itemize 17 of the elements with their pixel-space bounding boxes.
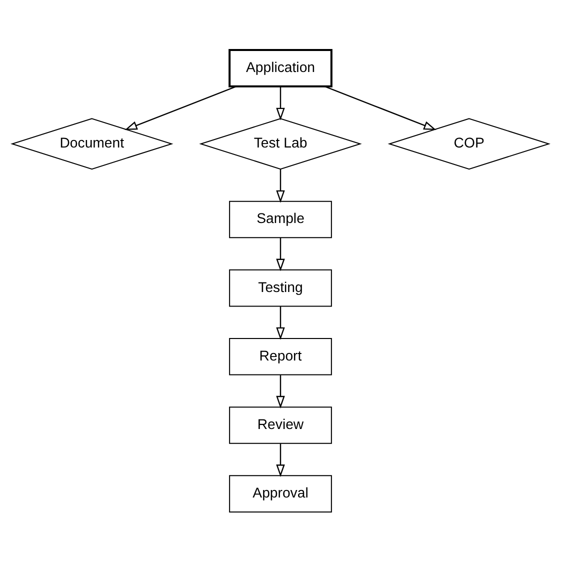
node-box: Testing: [229, 268, 332, 306]
node-box: Approval: [229, 474, 332, 512]
arrow: [324, 85, 436, 130]
arrow: [276, 443, 285, 477]
arrow: [276, 168, 285, 202]
node-box: Application: [228, 48, 332, 87]
arrow: [276, 306, 285, 340]
arrow: [276, 237, 285, 271]
node-box: Report: [229, 337, 332, 375]
node-box: Sample: [229, 200, 332, 238]
arrow: [276, 86, 285, 120]
node-diamond: Test Lab: [199, 118, 362, 170]
arrow: [276, 374, 285, 408]
node-box: Review: [229, 406, 332, 444]
node-diamond: Document: [10, 118, 174, 170]
arrow: [124, 85, 236, 130]
node-diamond: COP: [388, 118, 550, 170]
